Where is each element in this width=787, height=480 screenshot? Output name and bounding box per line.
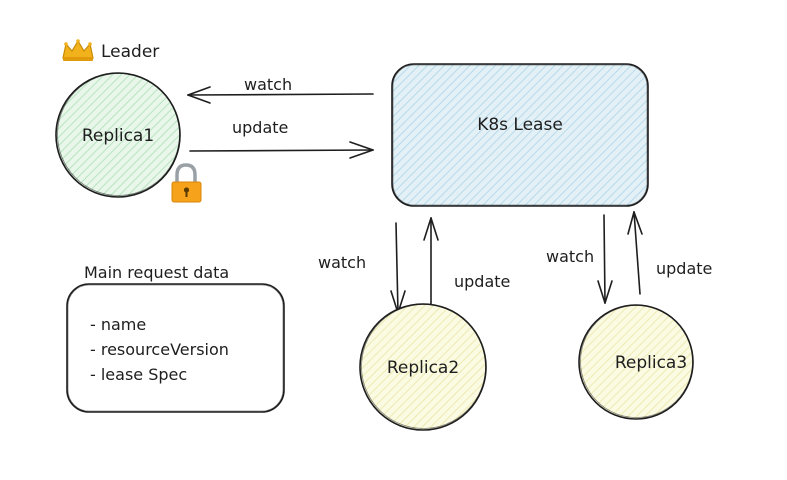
leader-watch-label: watch bbox=[244, 75, 292, 94]
request-item-lease-spec: - lease Spec bbox=[90, 365, 187, 384]
replica2-watch-label: watch bbox=[318, 253, 366, 272]
replica1-label: Replica1 bbox=[82, 126, 154, 146]
leader-update-arrow bbox=[189, 141, 374, 159]
k8s-lease-node: K8s Lease bbox=[391, 63, 649, 207]
replica3-label: Replica3 bbox=[615, 353, 687, 373]
replica3-node: Replica3 bbox=[578, 304, 694, 420]
request-box-title: Main request data bbox=[84, 263, 229, 282]
crown-icon bbox=[62, 39, 94, 61]
replica3-watch-label: watch bbox=[546, 247, 594, 266]
leader-update-label: update bbox=[232, 118, 288, 137]
replica2-node: Replica2 bbox=[359, 303, 487, 431]
request-item-resource-version: - resourceVersion bbox=[90, 340, 229, 359]
replica3-watch-arrow bbox=[597, 214, 613, 304]
replica2-update-label: update bbox=[454, 272, 510, 291]
lock-icon bbox=[171, 163, 202, 203]
k8s-lease-label: K8s Lease bbox=[477, 115, 563, 135]
replica2-watch-arrow bbox=[390, 222, 406, 314]
request-data-box bbox=[66, 283, 285, 413]
replica3-update-label: update bbox=[656, 259, 712, 278]
leader-watch-arrow bbox=[187, 86, 374, 104]
replica2-label: Replica2 bbox=[387, 358, 459, 378]
request-item-name: - name bbox=[90, 315, 146, 334]
replica3-update-arrow bbox=[627, 211, 643, 295]
replica2-update-arrow bbox=[423, 217, 439, 306]
replica1-node: Replica1 bbox=[55, 72, 181, 198]
leader-label: Leader bbox=[101, 42, 159, 62]
